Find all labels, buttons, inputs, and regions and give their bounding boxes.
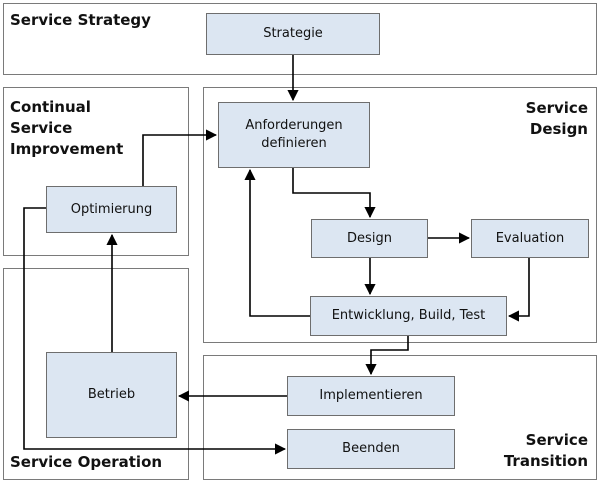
evaluation-box: Evaluation <box>471 219 589 258</box>
design-box: Design <box>311 219 428 258</box>
service-operation-title: Service Operation <box>10 453 163 471</box>
optimierung-box: Optimierung <box>46 186 177 233</box>
implementieren-box: Implementieren <box>287 376 455 416</box>
anforderungen-definieren-box: Anforderungen definieren <box>218 102 370 168</box>
beenden-box: Beenden <box>287 429 455 469</box>
strategie-box: Strategie <box>206 13 380 55</box>
entwicklung-build-test-box: Entwicklung, Build, Test <box>310 296 507 336</box>
service-strategy-title: Service Strategy <box>10 11 151 29</box>
service-transition-title: Service Transition <box>503 431 588 470</box>
betrieb-box: Betrieb <box>46 352 177 438</box>
service-design-title: Service Design <box>525 99 588 138</box>
continual-service-improvement-title: Continual Service Improvement <box>10 98 124 158</box>
